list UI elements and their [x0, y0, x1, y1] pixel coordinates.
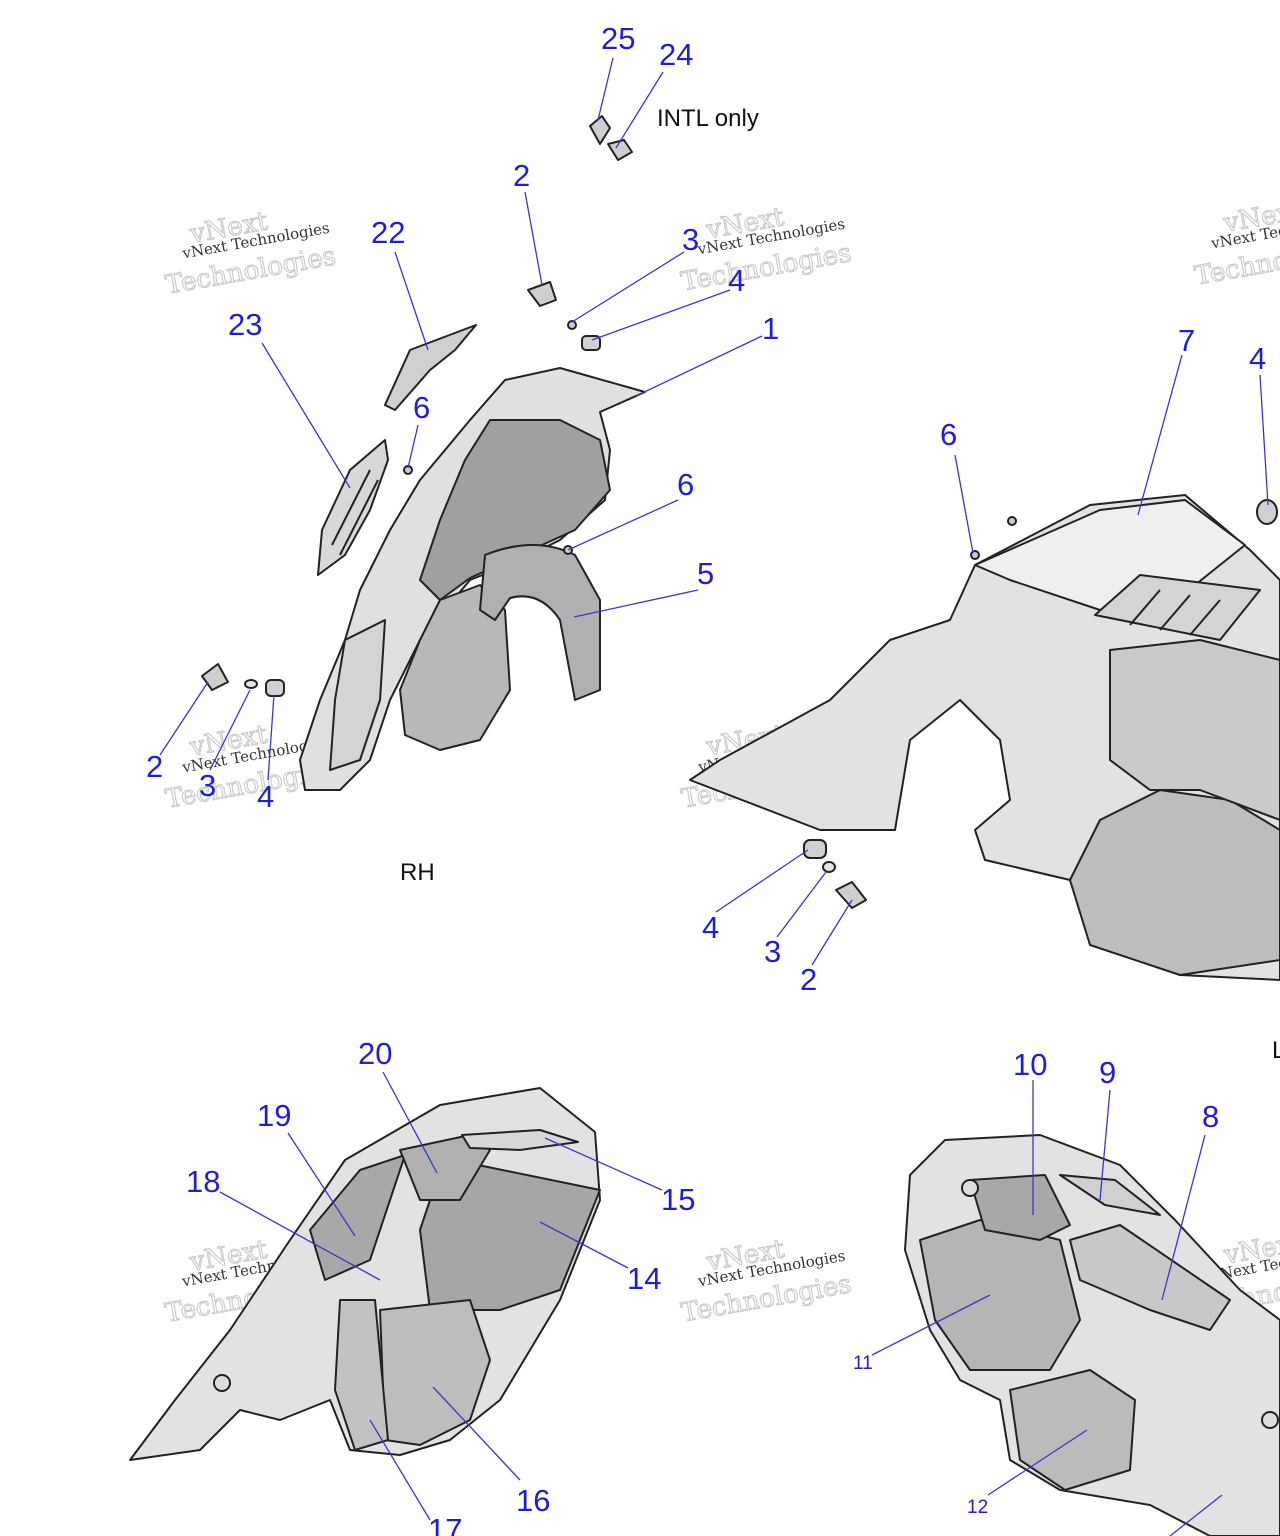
callout-17: 17	[428, 1512, 462, 1536]
rh-vent-slat	[339, 479, 379, 556]
watermark-tr: vNext vNext Technologies Technologies	[1192, 195, 1280, 292]
lh-lower-housing	[1069, 789, 1280, 976]
rh-liner-trim-15	[461, 1129, 579, 1151]
callout-2: 2	[146, 749, 163, 784]
callout-4: 4	[257, 779, 274, 814]
rivet-icon	[213, 1374, 231, 1392]
lh-fender-assembly	[689, 494, 1280, 981]
callout-6: 6	[413, 390, 430, 425]
callout-9: 9	[1099, 1055, 1116, 1090]
rivet-icon	[1007, 516, 1017, 526]
callout-16: 16	[516, 1483, 550, 1518]
rivet-icon	[1261, 1411, 1279, 1429]
rh-vent-upper	[384, 324, 477, 411]
lh-vent-slat	[1159, 594, 1191, 631]
callout-15: 15	[661, 1182, 695, 1217]
rh-fender-assembly	[201, 115, 646, 791]
nut-icon	[265, 679, 285, 697]
callout-12: 12	[967, 1497, 988, 1518]
callout-3: 3	[764, 934, 781, 969]
callout-24: 24	[659, 37, 693, 72]
callout-7: 7	[1178, 323, 1195, 358]
callout-14: 14	[627, 1261, 661, 1296]
nut-icon	[803, 839, 827, 859]
lh-vent-insert	[1094, 574, 1261, 641]
callout-6: 6	[677, 467, 694, 502]
callout-1: 1	[762, 311, 779, 346]
rh-splash-guard	[479, 544, 601, 701]
rh-liner-assembly	[129, 1087, 601, 1461]
intl-screw-icon	[607, 139, 633, 161]
washer-icon	[822, 861, 836, 873]
intl-clip-icon	[589, 115, 611, 145]
callout-18: 18	[186, 1164, 220, 1199]
leader-lines	[159, 57, 1269, 1536]
rh-liner-panel-16	[379, 1299, 491, 1446]
callout-8: 8	[1202, 1099, 1219, 1134]
nut-icon	[1256, 499, 1278, 525]
washer-icon	[567, 320, 577, 330]
nut-icon	[581, 335, 601, 351]
intl-only-note: INTL only	[657, 105, 759, 132]
push-rivet-icon	[527, 281, 557, 307]
callout-25: 25	[601, 21, 635, 56]
callout-3: 3	[682, 222, 699, 257]
rh-vent-slat	[331, 469, 371, 546]
callout-2: 2	[513, 158, 530, 193]
rh-vent-grille	[317, 439, 389, 576]
rh-liner-panel-14	[419, 1164, 601, 1311]
rh-liner-panel-19	[309, 1154, 406, 1281]
watermark-tl: vNext vNext Technologies Technologies	[163, 206, 339, 301]
callout-6: 6	[940, 417, 957, 452]
callout-4: 4	[728, 263, 745, 298]
lh-liner-strip-8	[1069, 1224, 1231, 1331]
lh-liner-assembly	[904, 1134, 1280, 1536]
lh-vent-slat	[1189, 599, 1221, 636]
callout-20: 20	[358, 1036, 392, 1071]
rh-liner-panel-17	[334, 1299, 389, 1451]
callout-5: 5	[697, 556, 714, 591]
rh-rear-strip	[329, 619, 386, 771]
callout-3: 3	[199, 768, 216, 803]
callout-4: 4	[1249, 341, 1266, 376]
push-rivet-icon	[201, 663, 229, 691]
watermark-bc: vNext vNext Technologies Technologies	[679, 1234, 855, 1329]
lh-label: L	[1272, 1037, 1280, 1064]
lh-liner-trim-9	[1059, 1174, 1161, 1216]
callout-4: 4	[702, 910, 719, 945]
callout-11: 11	[853, 1353, 873, 1374]
lh-side-shadow	[1109, 639, 1280, 821]
washer-icon	[244, 679, 258, 689]
rivet-icon	[961, 1179, 979, 1197]
callout-23: 23	[228, 307, 262, 342]
callout-2: 2	[800, 962, 817, 997]
lh-vent-slat	[1129, 589, 1161, 626]
push-rivet-icon	[835, 881, 867, 909]
callout-labels: 25 24 2 3 4 1 22 23 6 6 5 2 3 4 7 4 6 4 …	[146, 21, 1266, 1536]
rh-label: RH	[400, 859, 435, 886]
callout-22: 22	[371, 215, 405, 250]
callout-19: 19	[257, 1098, 291, 1133]
callout-10: 10	[1013, 1047, 1047, 1082]
rh-liner-panel-20	[399, 1134, 491, 1201]
